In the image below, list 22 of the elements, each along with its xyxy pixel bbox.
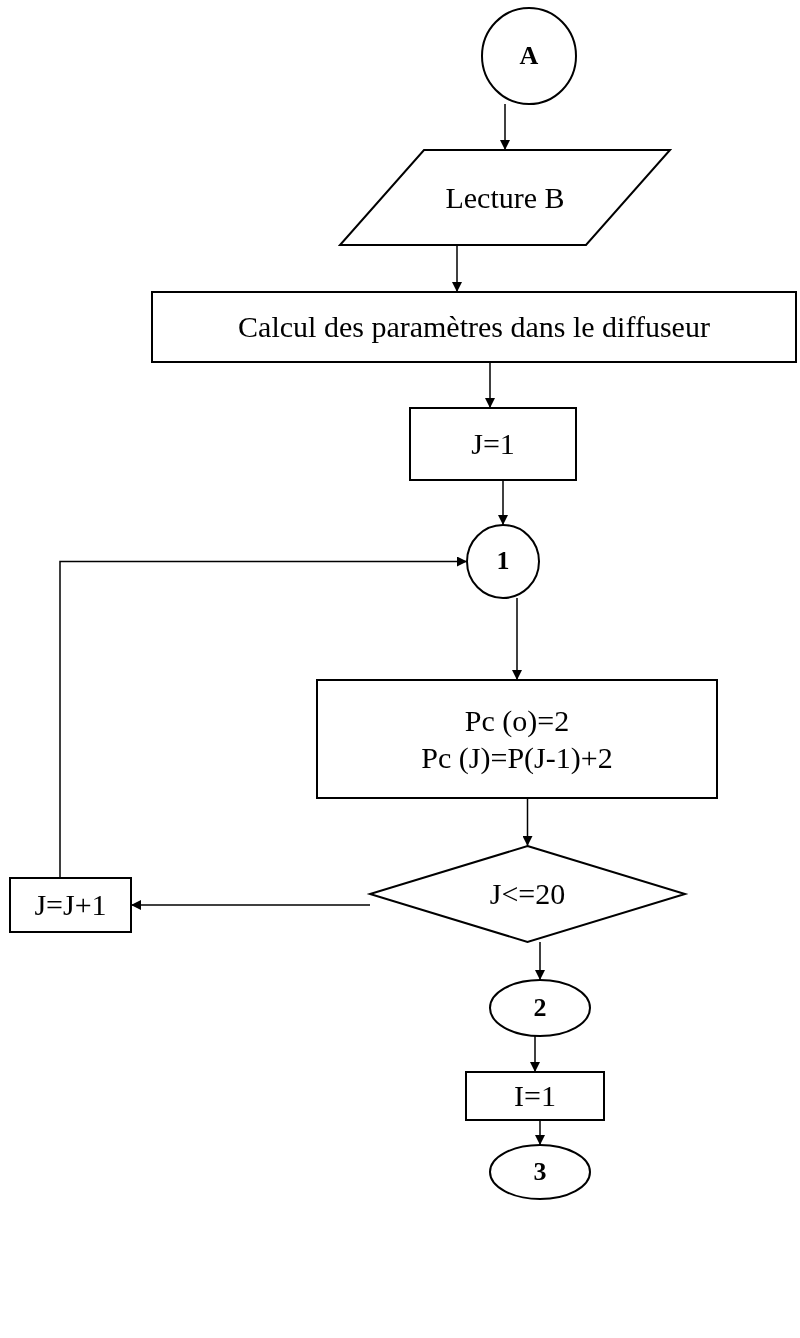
- arrow: [59, 556, 468, 879]
- node-text: Pc (o)=2: [464, 702, 570, 739]
- connector-label: A: [519, 39, 539, 72]
- arrow: [512, 597, 522, 681]
- arrow: [485, 361, 495, 409]
- connector-label: 3: [533, 1155, 547, 1188]
- node-text: J<=20: [489, 876, 566, 913]
- arrow: [500, 103, 510, 151]
- arrow: [535, 1119, 545, 1146]
- node-text: J=J+1: [34, 887, 107, 924]
- node-text: J=1: [471, 426, 515, 463]
- arrow: [498, 479, 508, 526]
- node-text: Lecture B: [445, 179, 565, 216]
- node-text: Pc (J)=P(J-1)+2: [421, 740, 613, 776]
- node-text: I=1: [514, 1078, 556, 1115]
- arrow: [535, 941, 545, 981]
- connector-label: 2: [533, 991, 547, 1024]
- connector-label: 1: [496, 545, 510, 578]
- arrow: [522, 797, 533, 847]
- node-text: Calcul des paramètres dans le diffuseur: [238, 309, 710, 346]
- arrow: [452, 244, 462, 293]
- arrow: [530, 1035, 540, 1073]
